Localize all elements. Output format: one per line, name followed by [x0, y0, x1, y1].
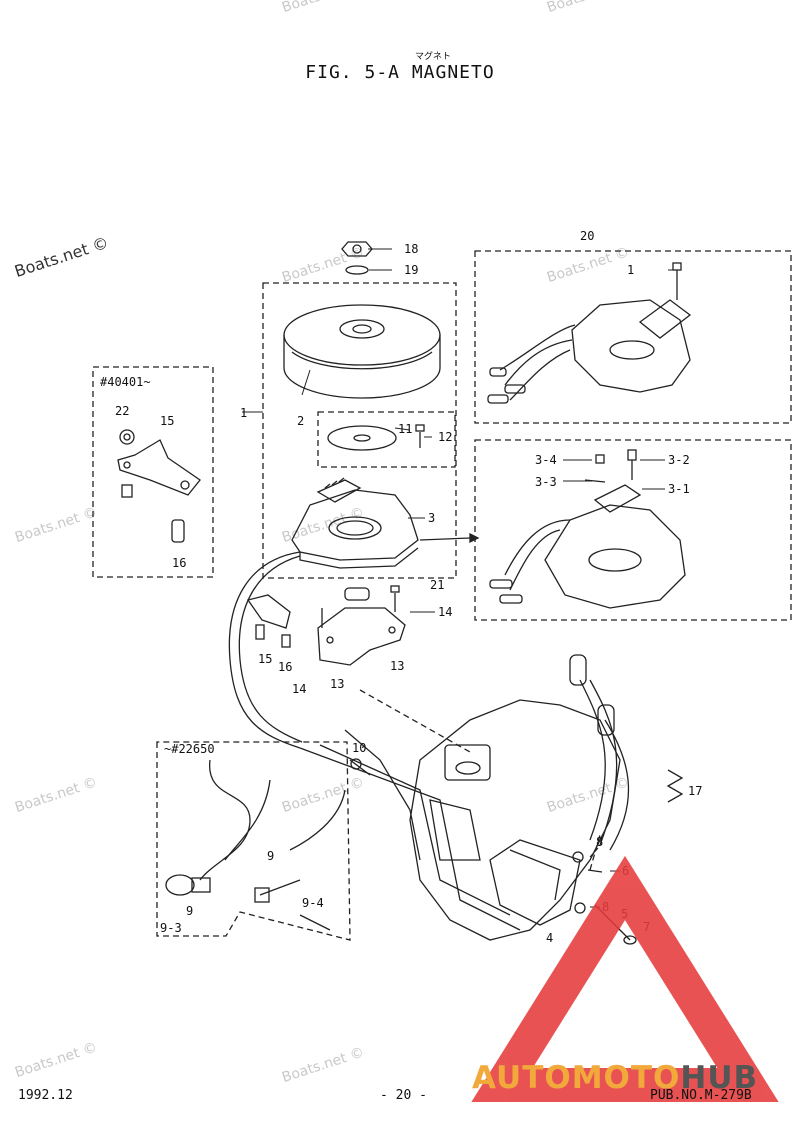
footer-publication-number: PUB.NO.M-279B — [650, 1088, 752, 1103]
callout-13: 13 — [330, 677, 344, 691]
callout-14: 14 — [292, 682, 306, 696]
lever-15-inset — [117, 429, 201, 543]
switch-9-harness — [165, 759, 346, 931]
callout-11: 11 — [398, 422, 412, 436]
group-frames — [92, 250, 792, 941]
callout-22: 22 — [115, 404, 129, 418]
page-title: FIG. 5-A MAGNETO — [305, 62, 495, 83]
frame-22650 — [156, 741, 351, 941]
frame-stator-20 — [474, 250, 792, 424]
callout-16: 16 — [278, 660, 292, 674]
washer-5 — [574, 902, 586, 914]
washer-19 — [345, 265, 369, 275]
frame-40401 — [92, 366, 214, 578]
ignition-coil-4 — [489, 839, 581, 926]
callout-9: 9 — [186, 904, 193, 918]
screw-6 — [587, 869, 603, 873]
spark-plug-leads — [569, 654, 630, 851]
callout-1: 1 — [627, 263, 634, 277]
leader-arrow — [419, 537, 471, 541]
frame-stator-detail — [474, 439, 792, 621]
brand-text-secondary: HUB — [680, 1060, 759, 1096]
wiring-harness — [228, 551, 521, 931]
callout-14: 14 — [438, 605, 452, 619]
callout-13: 13 — [390, 659, 404, 673]
callout-3-4: 3-4 — [535, 453, 557, 467]
callout-15: 15 — [258, 652, 272, 666]
rotor-plate-11 — [327, 424, 425, 451]
gasket-21 — [344, 587, 370, 601]
callout-3-1: 3-1 — [668, 482, 690, 496]
callout-20: 20 — [580, 229, 594, 243]
callout-2: 2 — [297, 414, 304, 428]
brand-logo: AUTOMOTOHUB — [472, 1060, 758, 1096]
stator-detail — [489, 449, 686, 609]
callout-3-3: 3-3 — [535, 475, 557, 489]
callout-1: 1 — [240, 406, 247, 420]
bracket-15 — [246, 594, 291, 629]
stator-3 — [291, 477, 419, 569]
stator-assembly-20 — [487, 262, 692, 404]
washer-8 — [572, 851, 584, 863]
callout-12: 12 — [438, 430, 452, 444]
flywheel-2 — [283, 304, 441, 399]
serial-note-40401: #40401~ — [100, 375, 151, 389]
callout-3: 3 — [428, 511, 435, 525]
callout-3-2: 3-2 — [668, 453, 690, 467]
nut-18 — [341, 241, 373, 257]
callout-19: 19 — [404, 263, 418, 277]
engine-block — [409, 699, 621, 941]
clip-17 — [666, 769, 684, 803]
callout-17: 17 — [688, 784, 702, 798]
base-plate-13 — [317, 607, 406, 666]
callout-9: 9 — [267, 849, 274, 863]
callout-10: 10 — [352, 741, 366, 755]
brand-logo-icon — [471, 855, 779, 1102]
title-ruby: マグネト — [415, 52, 452, 62]
callout-8: 8 — [596, 835, 603, 849]
footer-page-number: - 20 - — [380, 1088, 427, 1103]
serial-note-22650: ~#22650 — [164, 742, 215, 756]
footer-date: 1992.12 — [18, 1088, 73, 1103]
frame-assembly-1 — [262, 282, 457, 579]
callout-16: 16 — [172, 556, 186, 570]
frame-rotor-parts — [317, 411, 456, 468]
callout-9-3: 9-3 — [160, 921, 182, 935]
brand-text-primary: AUTOMOTO — [472, 1060, 681, 1096]
callout-4: 4 — [546, 931, 553, 945]
callout-9-4: 9-4 — [302, 896, 324, 910]
callout-21: 21 — [430, 578, 444, 592]
callout-18: 18 — [404, 242, 418, 256]
callout-15: 15 — [160, 414, 174, 428]
